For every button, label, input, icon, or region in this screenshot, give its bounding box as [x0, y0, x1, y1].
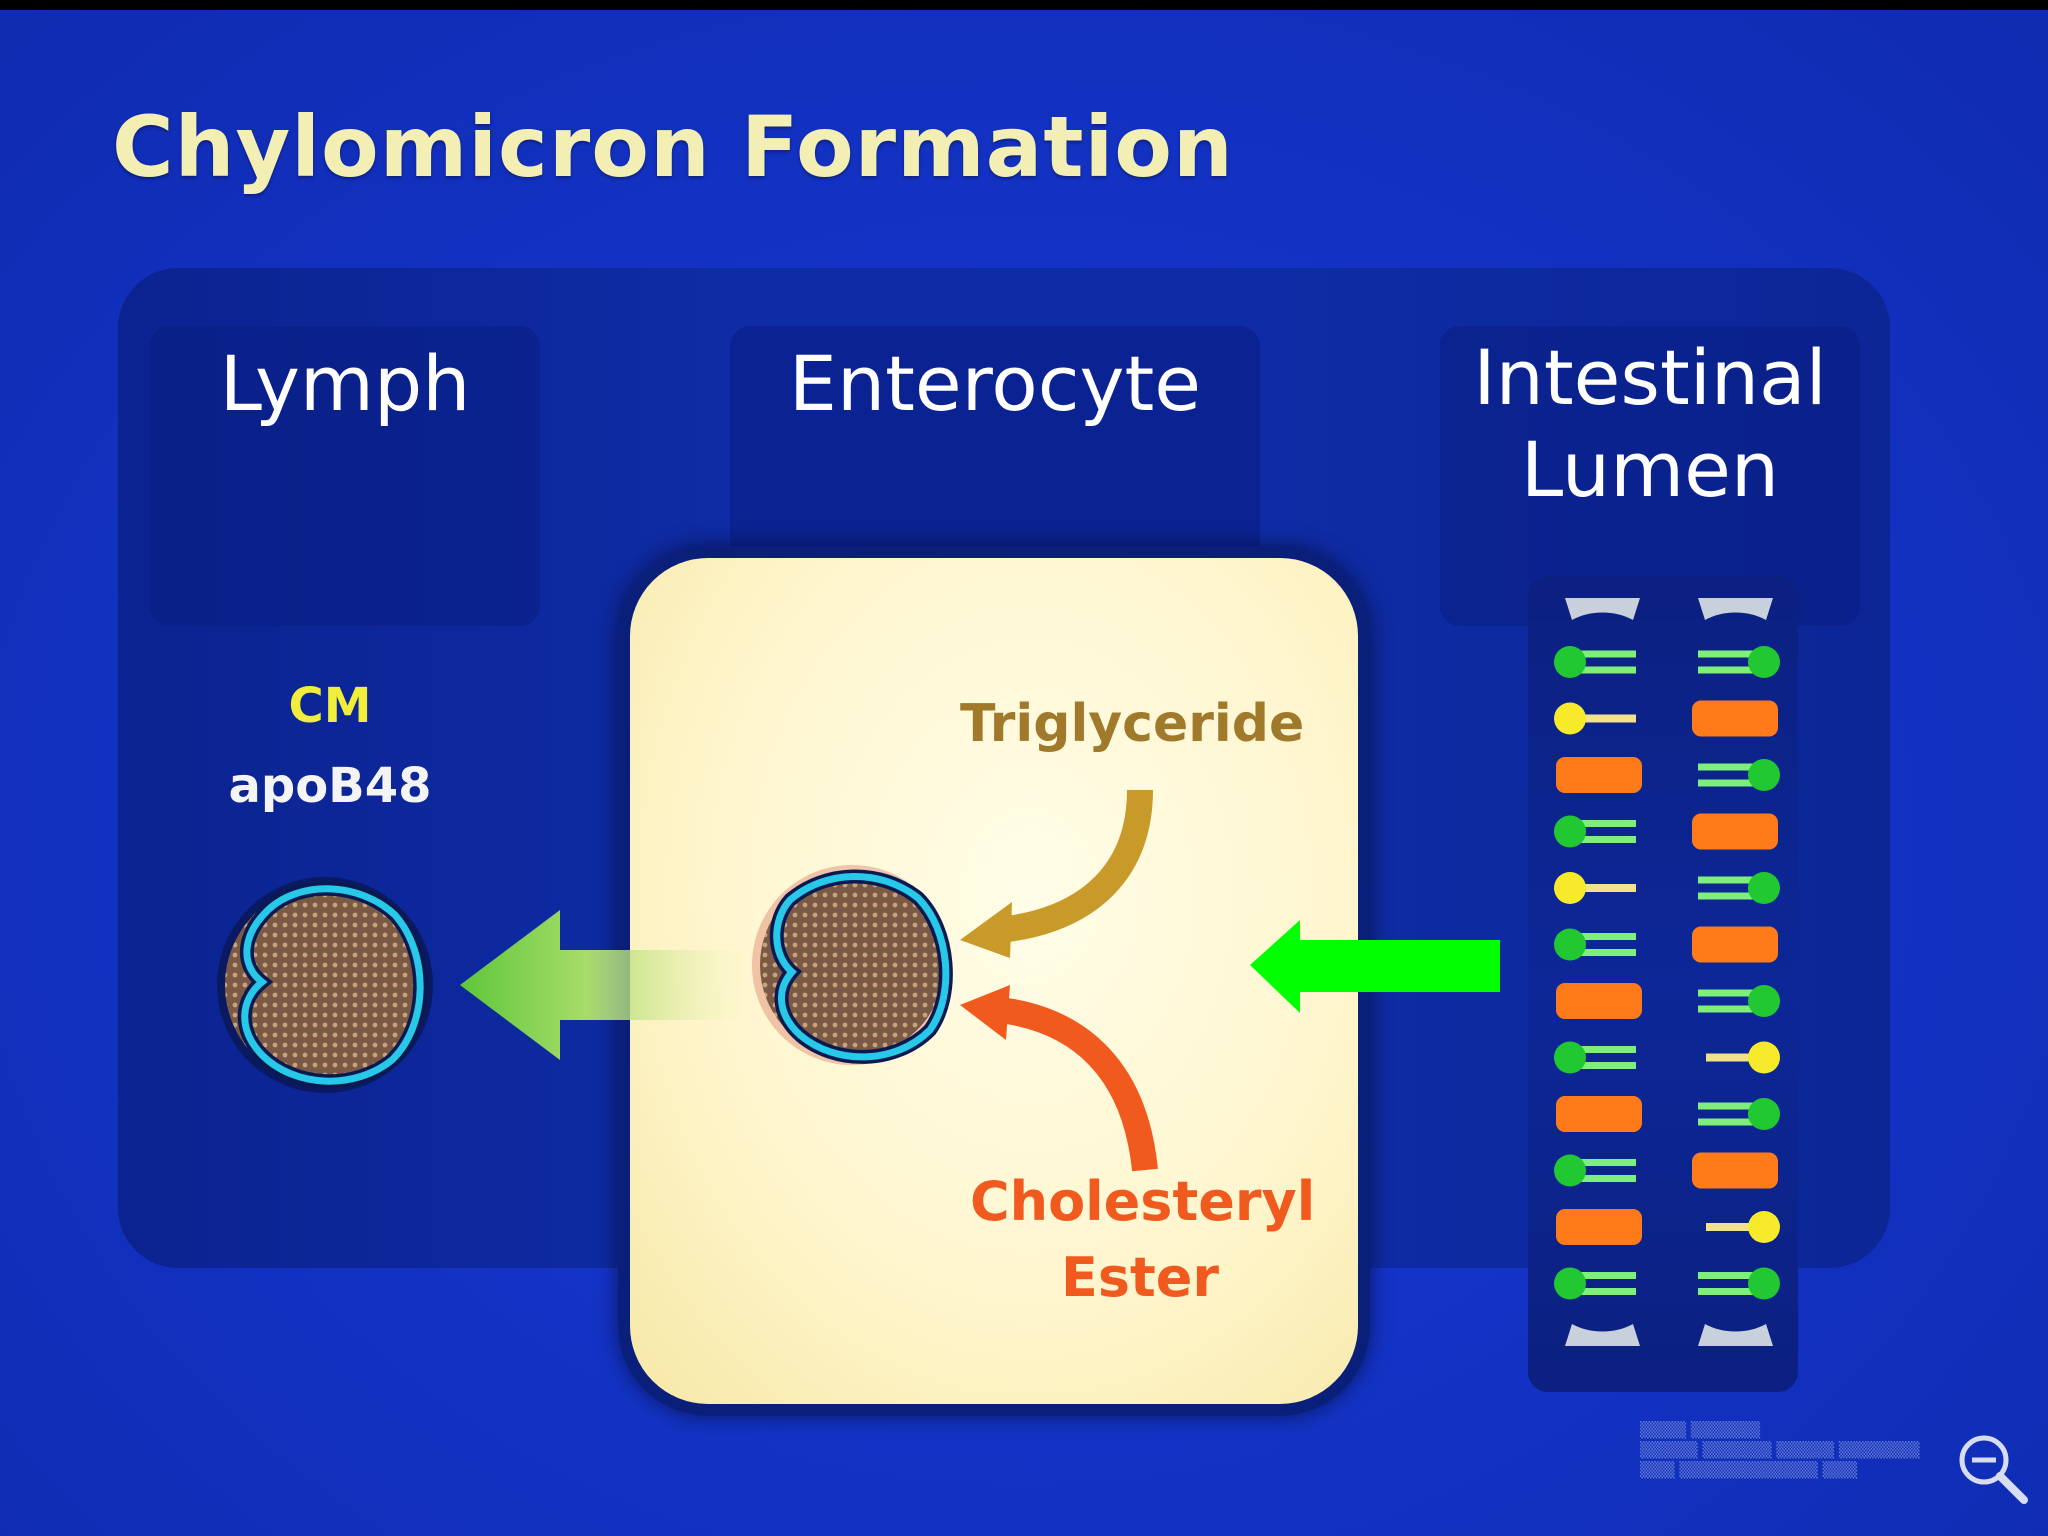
phospholipid-head	[1748, 759, 1780, 791]
watermark: ▒▒▒▒ ▒▒▒▒▒▒▒▒▒▒▒ ▒▒▒▒▒▒ ▒▒▒▒▒ ▒▒▒▒▒▒▒▒▒▒…	[1640, 1421, 1920, 1479]
phospholipid-head	[1748, 646, 1780, 678]
lymph-header: Lymph	[219, 339, 471, 428]
lumen-header-line2: Lumen	[1520, 425, 1780, 514]
slide-title: Chylomicron Formation	[112, 98, 1234, 196]
cholesterol-head	[1554, 702, 1586, 735]
triglyceride-molecule	[1556, 1096, 1642, 1132]
micelle-cap-top	[1565, 598, 1640, 620]
phospholipid-head	[1554, 1041, 1586, 1074]
enterocyte-chylomicron	[752, 865, 953, 1065]
triglyceride-molecule	[1556, 983, 1642, 1019]
micelle-molecules	[1554, 598, 1780, 1346]
phospholipid-head	[1748, 1098, 1780, 1130]
phospholipid-head	[1748, 985, 1780, 1017]
phospholipid-head	[1554, 815, 1586, 848]
phospholipid-head	[1554, 928, 1586, 961]
triglyceride-molecule	[1556, 757, 1642, 793]
cm-label: CM	[288, 678, 372, 734]
cholesterol-head	[1748, 1211, 1780, 1243]
slide: Chylomicron Formation Lymph Enterocyte I…	[0, 10, 2048, 1536]
enterocyte-header: Enterocyte	[788, 339, 1202, 428]
triglyceride-molecule	[1692, 700, 1778, 737]
uptake-arrow	[1250, 920, 1500, 1013]
micelle-cap-bottom	[1565, 1324, 1640, 1346]
cholesterol-head	[1554, 872, 1586, 904]
zoom-out-magnifier-icon[interactable]	[1952, 1428, 2032, 1508]
cholesteryl-label: Cholesteryl	[970, 1170, 1316, 1233]
apob48-label: apoB48	[228, 758, 432, 814]
micelle-cap-bottom	[1698, 1324, 1773, 1346]
phospholipid-head	[1748, 872, 1780, 904]
diagram-graphics	[217, 598, 1780, 1346]
phospholipid-head	[1748, 1267, 1780, 1300]
lymph-column-shade	[150, 326, 540, 626]
triglyceride-molecule	[1692, 1152, 1778, 1189]
triglyceride-arrow	[960, 789, 1153, 958]
phospholipid-head	[1554, 1267, 1586, 1300]
micelle-cap-top	[1698, 598, 1773, 620]
export-arrow	[460, 910, 740, 1060]
triglyceride-molecule	[1692, 813, 1778, 850]
phospholipid-head	[1554, 646, 1586, 678]
triglyceride-molecule	[1692, 926, 1778, 963]
lumen-header-line1: Intestinal	[1473, 333, 1827, 422]
ester-label: Ester	[1060, 1246, 1220, 1309]
cholesteryl-arrow	[960, 985, 1158, 1172]
cholesterol-head	[1748, 1041, 1780, 1074]
lymph-chylomicron	[217, 877, 433, 1093]
triglyceride-label: Triglyceride	[960, 694, 1305, 754]
triglyceride-molecule	[1556, 1209, 1642, 1245]
phospholipid-head	[1554, 1154, 1586, 1187]
